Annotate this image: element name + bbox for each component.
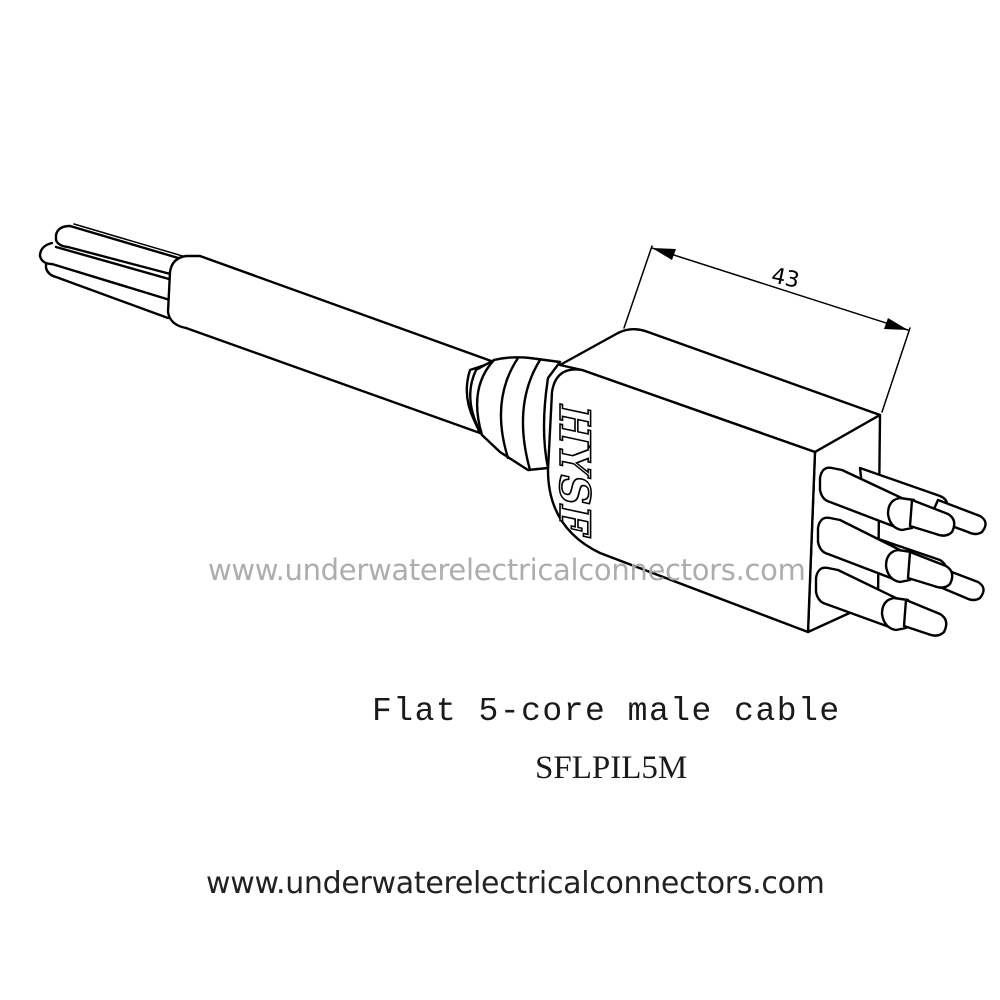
watermark-text: www.underwaterelectricalconnectors.com xyxy=(208,553,806,587)
brand-marking-text: HYSF xyxy=(549,400,598,540)
strain-relief-boot-icon xyxy=(469,356,562,472)
brand-marking: HYSF xyxy=(548,399,599,541)
contact-pin-icon xyxy=(816,516,954,589)
arrowhead-left-icon xyxy=(652,248,676,260)
contact-pin-icon xyxy=(818,466,956,537)
dimension-value: 43 xyxy=(769,263,802,293)
arrowhead-right-icon xyxy=(884,318,908,330)
product-model-number: SFLPIL5M xyxy=(535,750,688,786)
cable-jacket-icon xyxy=(166,254,496,435)
cable-cores-icon xyxy=(38,223,187,320)
contact-pins-icon xyxy=(814,466,987,637)
contact-pin-icon xyxy=(814,566,948,637)
dimension-arrow-icon xyxy=(651,247,909,331)
website-url: www.underwaterelectricalconnectors.com xyxy=(206,866,825,901)
dimension-annotation: 43 xyxy=(623,245,911,413)
product-title: Flat 5-core male cable xyxy=(372,693,841,730)
